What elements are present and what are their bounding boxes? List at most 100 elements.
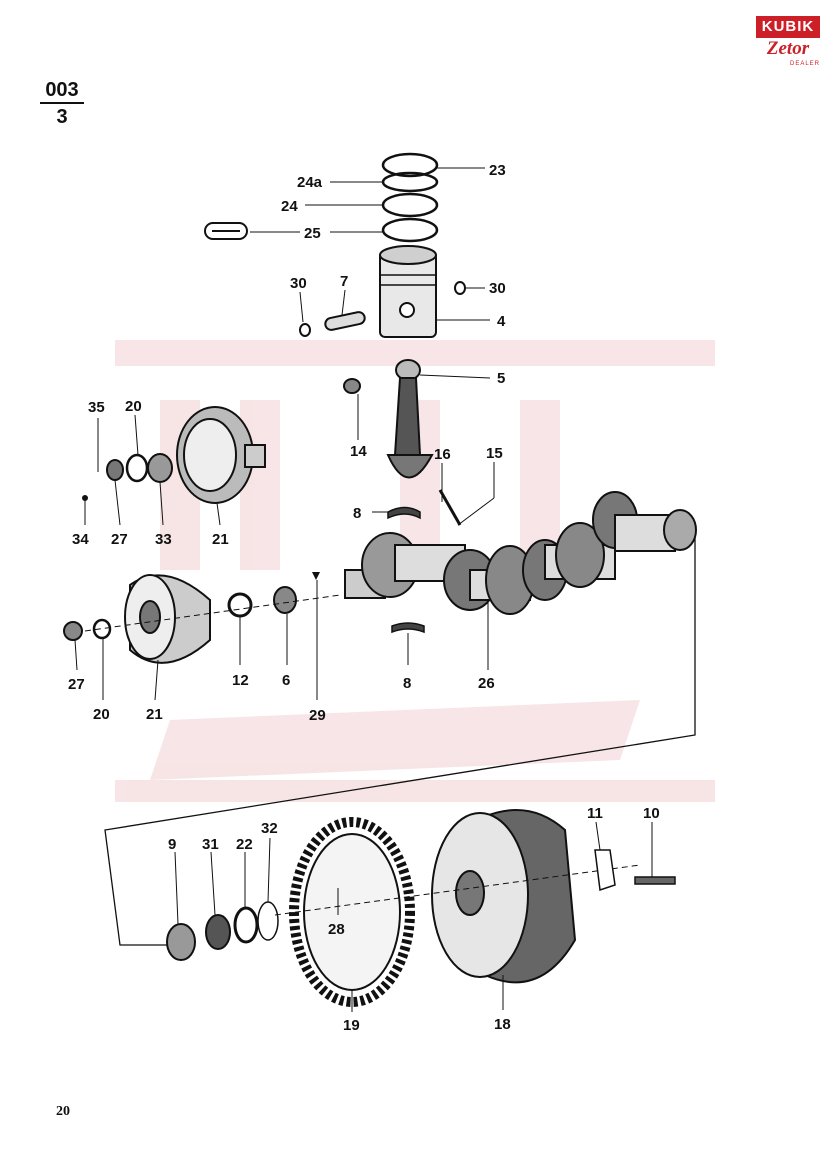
callout-20-upper: 20 xyxy=(125,398,142,415)
gear-6 xyxy=(273,586,297,614)
washer-20-lower xyxy=(92,618,112,640)
leader-31 xyxy=(210,851,216,916)
bearing-9 xyxy=(166,923,196,961)
logo-brand: KUBIK xyxy=(756,16,820,38)
callout-34: 34 xyxy=(72,531,89,548)
bolt-10 xyxy=(634,876,676,885)
leader-9 xyxy=(174,851,179,925)
rod-bolt xyxy=(438,489,462,526)
callout-33: 33 xyxy=(155,531,172,548)
callout-31: 31 xyxy=(202,836,219,853)
callout-21-lower: 21 xyxy=(146,706,163,723)
dealer-logo: KUBIK Zetor DEALER xyxy=(756,16,820,72)
callout-15: 15 xyxy=(486,445,503,462)
callout-14: 14 xyxy=(350,443,367,460)
logo-name: Zetor xyxy=(766,38,810,59)
callout-8-upper: 8 xyxy=(353,505,361,522)
callout-23: 23 xyxy=(489,162,506,179)
watermark-band xyxy=(115,780,715,802)
leader-5 xyxy=(419,374,491,379)
ring-27-upper xyxy=(106,459,124,481)
washer-20-upper xyxy=(125,453,149,483)
callout-4: 4 xyxy=(497,313,506,330)
connecting-rod xyxy=(386,359,434,479)
leader-30-left xyxy=(299,291,304,323)
flywheel-18 xyxy=(431,809,577,984)
watermark-script xyxy=(150,700,640,780)
callout-12: 12 xyxy=(232,672,249,689)
callout-19: 19 xyxy=(343,1017,360,1034)
callout-11: 11 xyxy=(587,805,603,822)
leader-lines xyxy=(74,167,653,1012)
ring-24 xyxy=(381,192,439,218)
crankshaft xyxy=(344,491,697,615)
section-main-number: 003 xyxy=(40,78,84,104)
assembly-link-line xyxy=(104,530,696,946)
leader-21-lower xyxy=(154,659,159,701)
callout-27-upper: 27 xyxy=(111,531,128,548)
piston-pin xyxy=(324,311,366,331)
leader-27-lower xyxy=(74,639,78,671)
callout-35: 35 xyxy=(88,399,105,416)
callout-7: 7 xyxy=(340,273,348,290)
callout-26: 26 xyxy=(478,675,495,692)
leader-15b xyxy=(457,497,495,526)
leader-20-upper xyxy=(134,414,139,456)
callout-28: 28 xyxy=(328,921,345,938)
section-sub-number: 3 xyxy=(56,106,68,128)
callout-20-lower: 20 xyxy=(93,706,110,723)
ring-23 xyxy=(381,152,439,178)
ring-27-lower xyxy=(63,621,83,641)
spacer-12 xyxy=(227,592,253,618)
circlip-left xyxy=(299,323,311,337)
callout-27-lower: 27 xyxy=(68,676,85,693)
leader-11 xyxy=(595,821,601,851)
callout-29: 29 xyxy=(309,707,326,724)
bearing-31 xyxy=(205,914,231,950)
callout-8-lower: 8 xyxy=(403,675,411,692)
ring-32 xyxy=(257,901,279,941)
leader-7 xyxy=(341,289,346,316)
callout-32: 32 xyxy=(261,820,278,837)
lock-plate-11 xyxy=(594,849,616,892)
callout-24a: 24a xyxy=(297,174,323,191)
watermark xyxy=(115,340,715,802)
logo-tag: DEALER xyxy=(789,61,820,67)
leader-33 xyxy=(159,481,164,526)
callout-6: 6 xyxy=(282,672,290,689)
leader-27-upper xyxy=(114,479,121,526)
circlip-right xyxy=(454,281,466,295)
ring-22 xyxy=(233,906,259,944)
callout-30-right: 30 xyxy=(489,280,506,297)
callout-16: 16 xyxy=(434,446,451,463)
callout-24: 24 xyxy=(281,198,298,215)
axis-line xyxy=(84,594,341,632)
pin-bush xyxy=(343,378,361,394)
callout-25: 25 xyxy=(304,225,321,242)
bearing-shell-lower xyxy=(391,622,425,634)
front-cover-upper xyxy=(176,406,266,504)
piston-rings xyxy=(381,152,439,243)
seal-33 xyxy=(147,453,173,483)
bearing-shell-upper xyxy=(387,506,421,520)
key-29 xyxy=(312,572,320,580)
oil-ring-segment xyxy=(204,222,248,240)
callout-30-left: 30 xyxy=(290,275,307,292)
ring-gear-19 xyxy=(289,817,415,1007)
section-number: 003 3 xyxy=(40,78,84,130)
leader-32 xyxy=(267,837,271,903)
callout-21-upper: 21 xyxy=(212,531,229,548)
callout-5: 5 xyxy=(497,370,505,387)
callout-22: 22 xyxy=(236,836,253,853)
callout-labels: 23 24a 24 25 30 7 30 4 5 35 20 14 16 15 … xyxy=(68,162,660,1034)
piston xyxy=(379,245,437,338)
callout-18: 18 xyxy=(494,1016,511,1033)
callout-10: 10 xyxy=(643,805,660,822)
callout-9: 9 xyxy=(168,836,176,853)
screw-34 xyxy=(82,495,88,501)
page-number: 20 xyxy=(56,1104,70,1119)
leader-21-upper xyxy=(216,502,221,526)
flywheel-axis-line xyxy=(274,864,641,916)
